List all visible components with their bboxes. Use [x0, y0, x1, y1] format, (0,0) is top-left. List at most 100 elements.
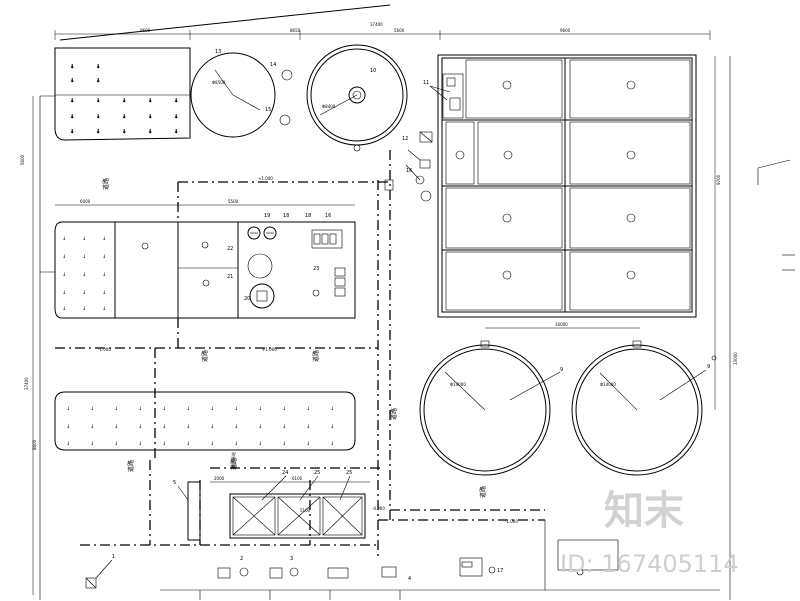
tag-18: 18	[283, 213, 289, 219]
svg-text:↓: ↓	[70, 64, 74, 70]
dim-top-right: 9600	[560, 28, 571, 33]
tag-22: 22	[227, 246, 233, 252]
dim-top-total: 37400	[370, 22, 383, 27]
elev-label-5: -0.900	[372, 506, 385, 511]
svg-text:↓: ↓	[96, 98, 100, 104]
svg-text:↓: ↓	[90, 406, 94, 412]
tag-25b: 25	[346, 470, 352, 476]
circular-tank-top-mid: Φ8400 10	[306, 44, 408, 152]
svg-text:↓: ↓	[90, 424, 94, 430]
middle-building-block: 6000 5500 ↓↓↓ ↓↓↓ ↓↓↓ ↓↓↓ ↓↓↓ 19	[54, 199, 356, 319]
tag-9b: 9	[707, 364, 710, 370]
svg-text:↓: ↓	[234, 441, 238, 447]
svg-text:↓: ↓	[138, 441, 142, 447]
lower-planting-area: ↓↓↓↓↓↓↓↓↓↓↓↓ ↓↓↓↓↓↓↓↓↓↓↓↓ ↓↓↓↓↓↓↓↓↓↓↓↓	[54, 391, 356, 451]
svg-text:↓: ↓	[96, 114, 100, 120]
svg-text:↓: ↓	[282, 406, 286, 412]
circular-tank-top-left: Φ8500 13 14 15	[190, 49, 293, 138]
svg-text:↓: ↓	[148, 98, 152, 104]
svg-text:↓: ↓	[174, 114, 178, 120]
tag-16: 16	[406, 168, 412, 174]
tag-2: 2	[240, 556, 243, 562]
svg-text:↓: ↓	[96, 78, 100, 84]
svg-text:↓: ↓	[96, 129, 100, 135]
tag-13: 13	[215, 49, 221, 55]
dim-block-width: 6000	[80, 199, 91, 204]
svg-text:↓: ↓	[138, 406, 142, 412]
svg-text:↓: ↓	[210, 424, 214, 430]
tag-3: 3	[290, 556, 293, 562]
tag-20: 20	[244, 296, 250, 302]
tag-25: 25	[314, 470, 320, 476]
tag-10: 10	[370, 68, 376, 74]
left-dimension-line: 5600 37400 8600	[20, 95, 55, 595]
svg-text:↓: ↓	[258, 424, 262, 430]
svg-text:↓: ↓	[82, 272, 86, 278]
svg-text:↓: ↓	[162, 406, 166, 412]
watermark-id: ID: 167405114	[560, 550, 739, 578]
svg-text:↓: ↓	[306, 424, 310, 430]
elev-label-2: -1.000	[98, 347, 111, 352]
svg-text:↓: ↓	[330, 441, 334, 447]
svg-text:↓: ↓	[282, 441, 286, 447]
tag-4: 4	[408, 576, 411, 582]
svg-text:↓: ↓	[70, 114, 74, 120]
tag-24: 24	[282, 470, 288, 476]
svg-text:Φ8400: Φ8400	[322, 104, 336, 109]
dim-top-mid2: 5600	[394, 28, 405, 33]
watermark-logo: 知末	[604, 488, 684, 534]
svg-text:↓: ↓	[70, 78, 74, 84]
bottom-equipment-row: 1 2 3 4 17	[85, 520, 720, 600]
svg-text:加压泵站: 加压泵站	[230, 452, 236, 468]
svg-text:↓: ↓	[330, 424, 334, 430]
top-dimension-line: 9600 8650 37400 5600 9600	[54, 22, 711, 40]
svg-text:↓: ↓	[82, 236, 86, 242]
svg-text:↓: ↓	[102, 254, 106, 260]
svg-text:↓: ↓	[114, 406, 118, 412]
tag-16b: 16	[325, 213, 331, 219]
tag-5: 5	[173, 480, 176, 486]
svg-text:↓: ↓	[82, 254, 86, 260]
svg-text:↓: ↓	[186, 424, 190, 430]
rectangular-tank-group: 11	[423, 54, 697, 318]
svg-text:↓: ↓	[210, 406, 214, 412]
road-label-d: 道路	[127, 460, 135, 472]
svg-text:↓: ↓	[186, 441, 190, 447]
tag-18b: 18	[305, 213, 311, 219]
svg-text:↓: ↓	[162, 424, 166, 430]
svg-text:↓: ↓	[90, 441, 94, 447]
dim-top-left: 9600	[140, 28, 151, 33]
top-left-planting-area: ↓↓ ↓↓ ↓↓↓↓↓ ↓↓↓↓↓ ↓↓↓↓↓	[54, 47, 191, 141]
elev-label-1: +1.000	[258, 176, 273, 181]
dim-pump: 2000	[214, 476, 225, 481]
svg-text:↓: ↓	[210, 441, 214, 447]
dim-block-width2: 5500	[228, 199, 239, 204]
svg-text:↓: ↓	[174, 129, 178, 135]
svg-text:↓: ↓	[138, 424, 142, 430]
road-label-b: 道路	[201, 350, 209, 362]
svg-text:↓: ↓	[186, 406, 190, 412]
dim-top-mid1: 8650	[290, 28, 301, 33]
svg-text:↓: ↓	[66, 406, 70, 412]
road-labels: 道路 道路 道路 道路 道路 道路 道路	[102, 178, 487, 498]
svg-text:↓: ↓	[174, 98, 178, 104]
tag-12: 12	[402, 136, 408, 142]
dim-left-top: 5600	[20, 154, 25, 165]
svg-text:↓: ↓	[258, 441, 262, 447]
svg-text:↓: ↓	[282, 424, 286, 430]
road-dashed-lines: +1.000 -1.000 +1.000 -1.000 -0.900	[55, 150, 545, 560]
road-label-f: 道路	[479, 486, 487, 498]
planting-arrows-top-left: ↓↓ ↓↓ ↓↓↓↓↓ ↓↓↓↓↓ ↓↓↓↓↓	[70, 64, 179, 136]
svg-text:↓: ↓	[114, 441, 118, 447]
svg-text:↓: ↓	[122, 129, 126, 135]
tag-21: 21	[227, 274, 233, 280]
tag-14: 14	[270, 62, 276, 68]
road-label-c: 道路	[312, 350, 320, 362]
svg-text:↓: ↓	[102, 290, 106, 296]
svg-text:↓: ↓	[70, 98, 74, 104]
svg-text:↓: ↓	[114, 424, 118, 430]
svg-text:↓: ↓	[148, 114, 152, 120]
road-label-g: 道路	[230, 458, 238, 470]
svg-text:↓: ↓	[306, 406, 310, 412]
